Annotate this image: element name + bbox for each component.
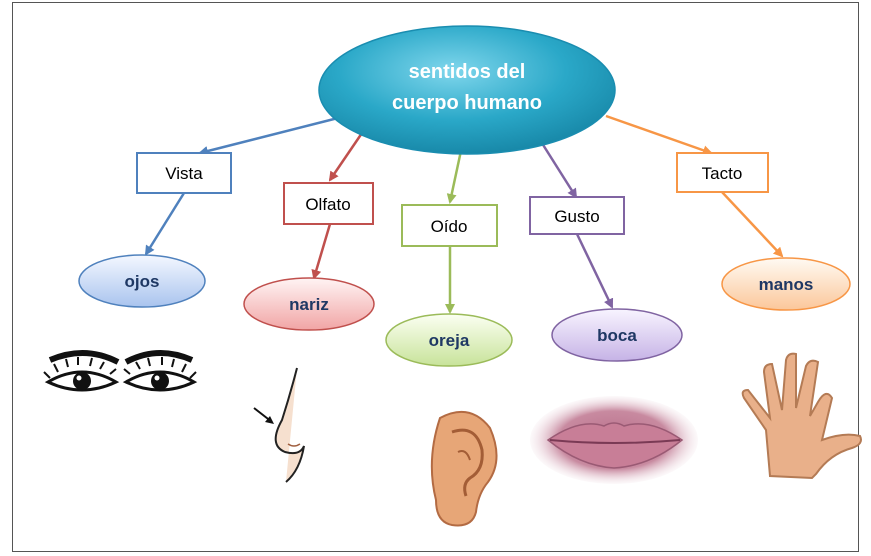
center-title-line1: sentidos del xyxy=(409,61,526,83)
lips-image xyxy=(530,396,698,484)
organ-node-ojos: ojos xyxy=(78,254,206,308)
connector-center-gusto xyxy=(538,139,578,199)
left-eye-icon xyxy=(43,349,120,392)
organ-label: boca xyxy=(597,326,637,345)
eyes-image xyxy=(43,349,198,392)
ear-icon xyxy=(430,410,498,527)
organ-label: ojos xyxy=(125,272,160,291)
nose-icon xyxy=(274,367,305,483)
sense-box-tacto: Tacto xyxy=(676,152,769,193)
organ-node-boca: boca xyxy=(551,308,683,362)
center-title-line2: cuerpo humano xyxy=(392,92,542,114)
connector-gusto-boca xyxy=(575,233,614,309)
sense-label: Tacto xyxy=(702,164,743,183)
hand-icon xyxy=(741,352,862,480)
connector-center-vista xyxy=(198,116,339,156)
nose-image xyxy=(253,367,305,483)
connector-center-tacto xyxy=(605,114,713,156)
sense-label: Vista xyxy=(165,164,203,183)
organ-label: oreja xyxy=(429,331,470,350)
sense-box-olfato: Olfato xyxy=(283,182,374,225)
diagram-frame xyxy=(12,2,859,552)
right-eye-icon xyxy=(122,349,198,392)
sense-box-vista: Vista xyxy=(136,152,232,194)
organ-label: manos xyxy=(759,275,814,294)
sense-box-gusto: Gusto xyxy=(529,196,625,235)
connector-vista-ojos xyxy=(144,192,186,256)
ear-image xyxy=(430,410,498,527)
sense-label: Oído xyxy=(431,217,468,236)
sense-label: Gusto xyxy=(554,207,599,226)
center-node: sentidos del cuerpo humano xyxy=(318,25,616,155)
organ-node-manos: manos xyxy=(721,257,851,311)
organ-node-oreja: oreja xyxy=(385,313,513,367)
hand-image xyxy=(741,352,862,480)
connector-center-oido xyxy=(446,145,464,204)
organ-label: nariz xyxy=(289,295,329,314)
sense-box-oido: Oído xyxy=(401,204,498,247)
lips-icon xyxy=(546,422,684,469)
connector-center-olfato xyxy=(328,132,364,182)
connector-tacto-manos xyxy=(721,191,784,258)
organ-node-nariz: nariz xyxy=(243,277,375,331)
sense-label: Olfato xyxy=(305,195,350,214)
connector-olfato-nariz xyxy=(311,223,332,280)
